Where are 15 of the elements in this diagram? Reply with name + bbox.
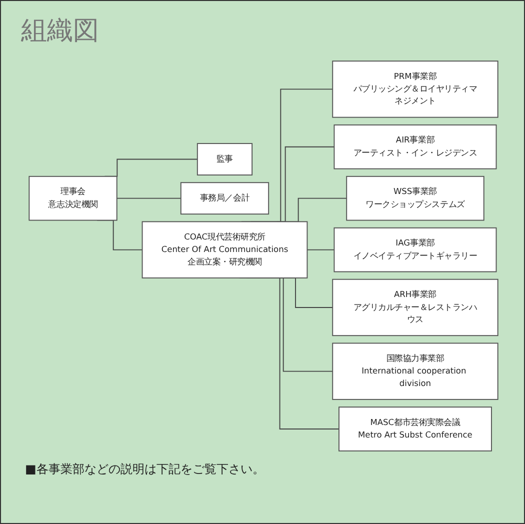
node-box: 事務局／会計 <box>180 182 270 215</box>
node-box: MASC都市芸術実際会議 Metro Art Subst Conference <box>338 406 492 452</box>
node-box: PRM事業部 パブリッシング＆ロイヤリティマネジメント <box>332 60 498 118</box>
node-box: AIR事業部 アーティスト・イン・レジデンス <box>334 124 497 170</box>
node-box: COAC現代芸術研究所 Center Of Art Communications 企画立案・研究機関 <box>142 221 308 278</box>
note-text: ■各事業部などの説明は下記をご覧下さい。 <box>25 461 266 478</box>
connector <box>306 249 335 250</box>
node-box: WSS事業部 ワークショップシステムズ <box>346 176 484 221</box>
title: 組織図 <box>21 15 99 48</box>
node-box: IAG事業部 イノベイティブアートギャラリー <box>334 227 497 272</box>
node-box: 国際協力事業部 International cooperation division <box>332 342 498 400</box>
node-box: 監事 <box>196 143 253 176</box>
node-box: ARH事業部 アグリカルチャー＆レストランハウス <box>332 278 498 336</box>
node-box: 理事会 意志決定機関 <box>28 176 118 221</box>
connector <box>116 198 182 199</box>
